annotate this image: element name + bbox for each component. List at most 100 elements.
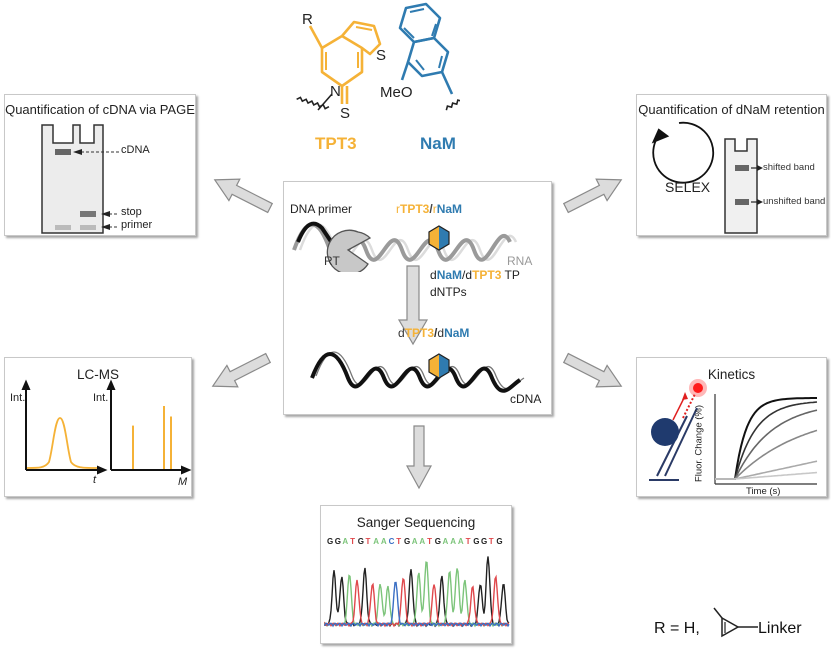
quencher-sphere (651, 418, 679, 446)
reagents-line-1: dNaM/dTPT3 TP (430, 268, 520, 282)
cdna-band (55, 149, 71, 155)
nucleobase-structures: R S N S MeO (296, 2, 460, 122)
sequence-base: G (496, 537, 503, 546)
kinetic-curve (715, 471, 818, 480)
tpt3-thione-sulfur: S (340, 105, 350, 122)
reagents-line-2: dNTPs (430, 285, 467, 299)
reagent-base-nam: NaM (436, 268, 463, 282)
retention-diagram (651, 121, 763, 234)
reagent-prefix-1: d (430, 268, 437, 282)
reagent-prefix-2: d (465, 268, 473, 282)
rna-base-pair-hexagon (428, 225, 450, 251)
cdna-strand (310, 352, 522, 393)
tpt3-pyridine-ring (320, 34, 364, 88)
transcription-arrow (398, 265, 429, 346)
sequence-base: G (357, 537, 365, 546)
kinetics-x-label: Time (s) (746, 486, 781, 497)
tpt3-ring-sulfur: S (376, 47, 386, 64)
sequence-base: G (334, 537, 342, 546)
page-panel-title: Quantification of cDNA via PAGE (5, 102, 195, 117)
sequence-base: A (342, 537, 349, 546)
arrow-to-page-panel (213, 178, 274, 214)
rna-label: RNA (507, 254, 533, 268)
shifted-band-label: shifted band (763, 162, 815, 173)
rna-helix (292, 221, 518, 272)
kinetic-curve (715, 429, 818, 480)
dna-primer-strand (296, 221, 336, 248)
fluorophore (693, 383, 703, 393)
sequence-base: A (411, 537, 418, 546)
dna-primer-label: DNA primer (290, 202, 353, 216)
sequence-base: T (365, 537, 371, 546)
selex-label: SELEX (665, 179, 711, 195)
retention-gel-outline (724, 138, 758, 234)
retention-panel-title: Quantification of dNaM retention (638, 102, 825, 117)
shifted-band (735, 165, 749, 171)
sequence-base: G (434, 537, 442, 546)
reagent-base-tpt3: TPT3 (472, 268, 502, 282)
cdna-helix (310, 351, 525, 393)
kinetics-panel: Kinetics Fluor. Change (%) Time (s) (636, 357, 827, 497)
nam-attachment-wavy-bond (445, 96, 460, 111)
kinetic-curve (715, 460, 818, 480)
page-label-primer: primer (121, 219, 153, 231)
rt-label: RT (324, 254, 340, 268)
tpt3-thiophene-ring (341, 20, 382, 56)
cdna-base-pair-hexagon (428, 353, 450, 379)
arrow-to-kinetics-panel (562, 352, 623, 388)
cdna-base-tpt3: TPT3 (404, 326, 435, 340)
sequence-base: A (380, 537, 387, 546)
ms-y-label: Int. (93, 392, 109, 404)
lcms-panel-title: LC-MS (76, 367, 119, 382)
lcms-panel: LC-MS Int. t Int. M (4, 357, 192, 497)
sequence-base: T (488, 537, 494, 546)
sequence-base: G (481, 537, 488, 546)
probe-strand-2 (664, 407, 698, 477)
cdna-prefix-2: d (437, 326, 445, 340)
sequence-base: G (327, 537, 334, 546)
rna-pair-separator: / (429, 202, 433, 216)
tpt3-attachment-wavy-bond (296, 96, 330, 110)
sanger-chromatogram (324, 556, 510, 628)
fret-arrow (672, 395, 686, 421)
unshifted-band (735, 199, 749, 205)
sequence-base: A (442, 537, 449, 546)
nam-label: NaM (420, 134, 456, 153)
page-gel-diagram (41, 124, 119, 234)
kinetic-curve (715, 397, 817, 480)
r-definition-prefix: R = H, (654, 620, 700, 637)
tpt3-label: TPT3 (315, 134, 357, 153)
linker-label: Linker (758, 620, 802, 637)
sanger-panel-title: Sanger Sequencing (356, 515, 476, 530)
sequence-base: A (419, 537, 426, 546)
primer-band-lane1 (55, 225, 71, 230)
sequence-base: T (465, 537, 471, 546)
unshifted-band-label: unshifted band (763, 196, 826, 207)
kinetic-curve (715, 401, 818, 480)
sequence-base: A (373, 537, 380, 546)
center-reverse-transcription-panel: DNA primer rTPT3/rNaM RT RNA dNaM/dTPT3 … (283, 181, 552, 415)
kinetic-curve (715, 409, 818, 480)
arrow-to-lcms-panel (211, 352, 272, 388)
kinetics-diagram (649, 379, 818, 485)
page-label-stop: stop (121, 206, 142, 218)
stop-band (80, 211, 96, 217)
reagent-separator: / (462, 268, 466, 282)
sequence-base: A (457, 537, 464, 546)
rna-base-nam: NaM (436, 202, 463, 216)
lc-chromatogram-peak (26, 417, 98, 469)
sequence-base: T (396, 537, 402, 546)
rna-base-tpt3: TPT3 (400, 202, 430, 216)
tpt3-structure (308, 20, 382, 104)
cyclopropene-linker-structure (713, 607, 758, 638)
chromatogram-trace-C (324, 581, 510, 628)
rna-prefix-2: r (432, 202, 437, 216)
tpt3-nitrogen: N (330, 83, 341, 100)
arrow-to-sanger-panel (405, 425, 433, 490)
sequence-base: A (450, 537, 457, 546)
cdna-label: cDNA (510, 392, 542, 406)
rna-prefix-1: r (396, 202, 400, 216)
sequence-base: G (404, 537, 411, 546)
sequence-base: T (350, 537, 356, 546)
lc-x-label: t (93, 474, 97, 486)
